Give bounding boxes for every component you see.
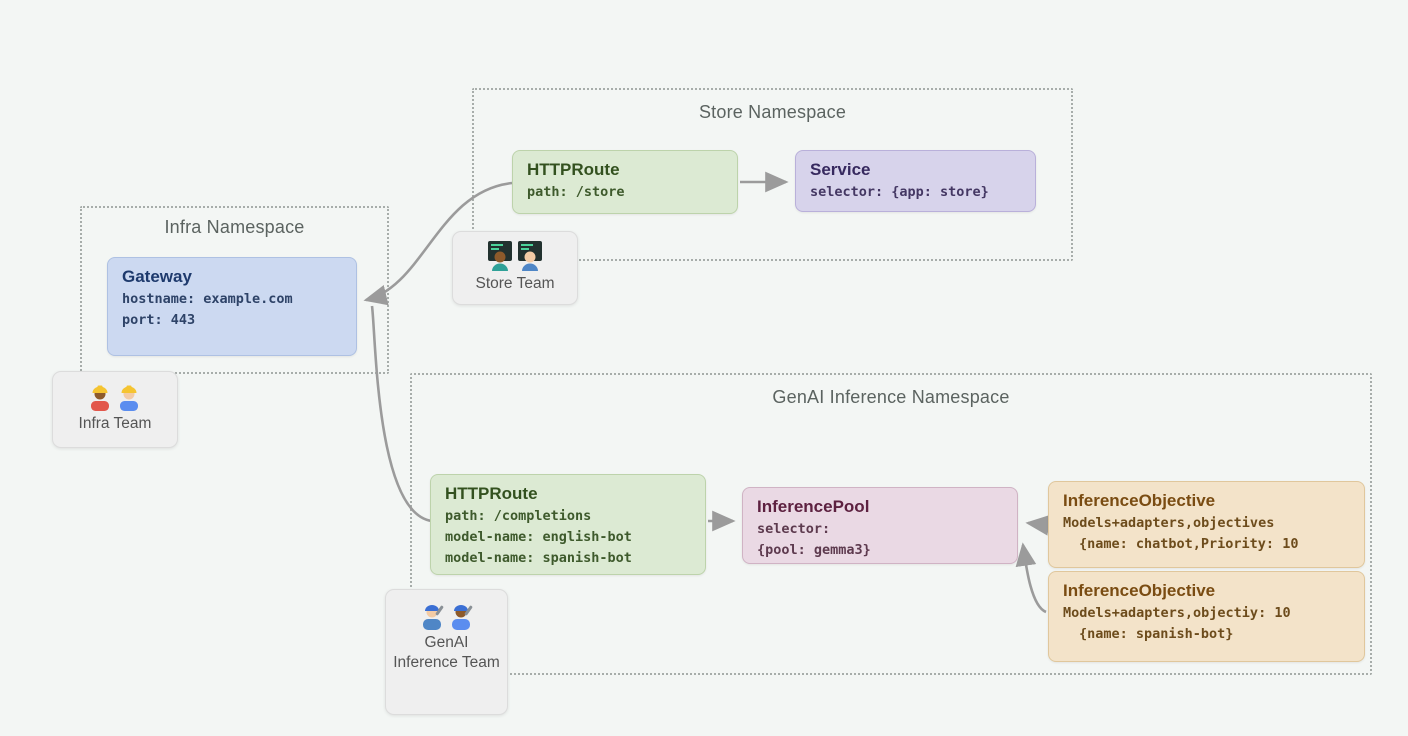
gateway-title: Gateway (122, 267, 192, 286)
infra-team-card: Infra Team (52, 371, 178, 448)
store-httproute-path: path: /store (527, 184, 625, 200)
genai-team-card: GenAI Inference Team (385, 589, 508, 715)
inferenceobjective2-box: InferenceObjective Models+adapters,objec… (1048, 571, 1365, 662)
service-box: Service selector: {app: store} (795, 150, 1036, 212)
genai-httproute-title: HTTPRoute (445, 484, 538, 503)
infra-team-label: Infra Team (78, 415, 152, 432)
genai-httproute-box: HTTPRoute path: /completions model-name:… (430, 474, 706, 575)
genai-team-label: GenAI Inference Team (393, 634, 500, 671)
inferencepool-title: InferencePool (757, 497, 870, 516)
inferenceobjective2-line1: Models+adapters,objectiy: 10 (1063, 605, 1291, 621)
store-namespace-title: Store Namespace (698, 102, 847, 122)
inferencepool-box: InferencePool selector: {pool: gemma3} (742, 487, 1018, 564)
technologists-icon (488, 241, 542, 271)
store-httproute-box: HTTPRoute path: /store (512, 150, 738, 214)
service-title: Service (810, 160, 871, 179)
genai-httproute-model-english: model-name: english-bot (445, 528, 632, 545)
inferencepool-pool: {pool: gemma3} (757, 541, 871, 558)
mechanics-icon (422, 605, 472, 630)
genai-namespace-box: GenAI Inference Namespace (410, 373, 1372, 675)
store-namespace-box: Store Namespace (472, 88, 1073, 261)
inferenceobjective1-line2: {name: chatbot,Priority: 10 (1079, 535, 1299, 552)
store-httproute-title: HTTPRoute (527, 160, 620, 179)
genai-httproute-path: path: /completions (445, 508, 592, 524)
construction-workers-icon (91, 385, 138, 411)
store-team-card: Store Team (452, 231, 578, 305)
inferenceobjective1-title: InferenceObjective (1063, 491, 1216, 510)
service-selector: selector: {app: store} (810, 184, 989, 200)
inferenceobjective2-line2: {name: spanish-bot} (1079, 625, 1234, 642)
genai-httproute-model-spanish: model-name: spanish-bot (445, 549, 632, 566)
genai-namespace-title: GenAI Inference Namespace (772, 387, 1010, 407)
infra-namespace-title: Infra Namespace (164, 217, 305, 237)
inferenceobjective2-title: InferenceObjective (1063, 581, 1216, 600)
inferenceobjective1-line1: Models+adapters,objectives (1063, 515, 1275, 531)
store-team-label: Store Team (475, 275, 555, 292)
inferencepool-selector: selector: (757, 521, 831, 537)
gateway-box: Gateway hostname: example.com port: 443 (107, 257, 357, 356)
gateway-hostname: hostname: example.com (122, 291, 293, 307)
inferenceobjective1-box: InferenceObjective Models+adapters,objec… (1048, 481, 1365, 568)
gateway-port: port: 443 (122, 311, 196, 328)
